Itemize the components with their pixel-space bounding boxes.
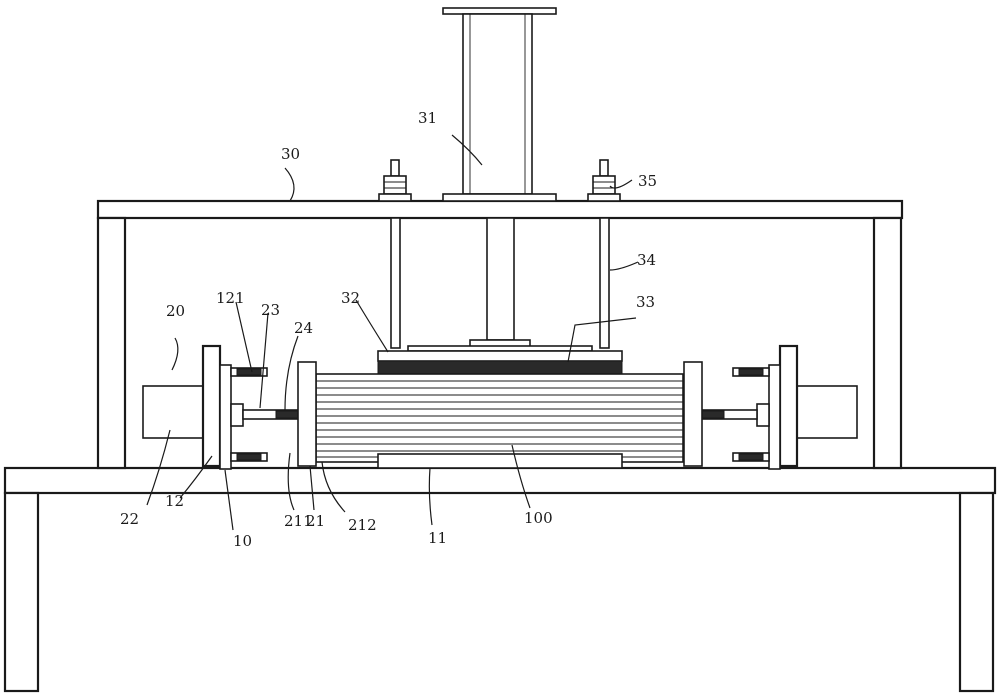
- right-clamp-assembly: [683, 344, 858, 470]
- label-22: 22: [120, 510, 139, 528]
- label-100: 100: [524, 509, 553, 527]
- label-34: 34: [637, 251, 656, 269]
- label-12: 12: [165, 492, 184, 510]
- label-31: 31: [418, 109, 437, 127]
- label-20: 20: [166, 302, 185, 320]
- strip-bundle: [315, 373, 684, 463]
- label-30: 30: [281, 145, 300, 163]
- reference-labels: 31 30 35 34 33 32 20 121 23 24 22 12 10 …: [120, 109, 657, 550]
- label-23: 23: [261, 301, 280, 319]
- label-35: 35: [638, 172, 657, 190]
- base-table: [3, 466, 997, 693]
- label-121: 121: [216, 289, 245, 307]
- label-33: 33: [636, 293, 655, 311]
- label-11: 11: [428, 529, 447, 547]
- label-10: 10: [233, 532, 252, 550]
- leader-lines: [146, 134, 639, 531]
- top-frame: [96, 199, 904, 470]
- pressing-plate: [377, 339, 623, 375]
- label-24: 24: [294, 319, 313, 337]
- label-211: 211: [284, 512, 313, 530]
- press-cylinder: [442, 7, 557, 341]
- label-212: 212: [348, 516, 377, 534]
- lower-support: [377, 453, 623, 469]
- label-21: 21: [306, 512, 325, 530]
- left-clamp-assembly: [142, 344, 317, 470]
- guide-rods: [378, 159, 621, 349]
- label-32: 32: [341, 289, 360, 307]
